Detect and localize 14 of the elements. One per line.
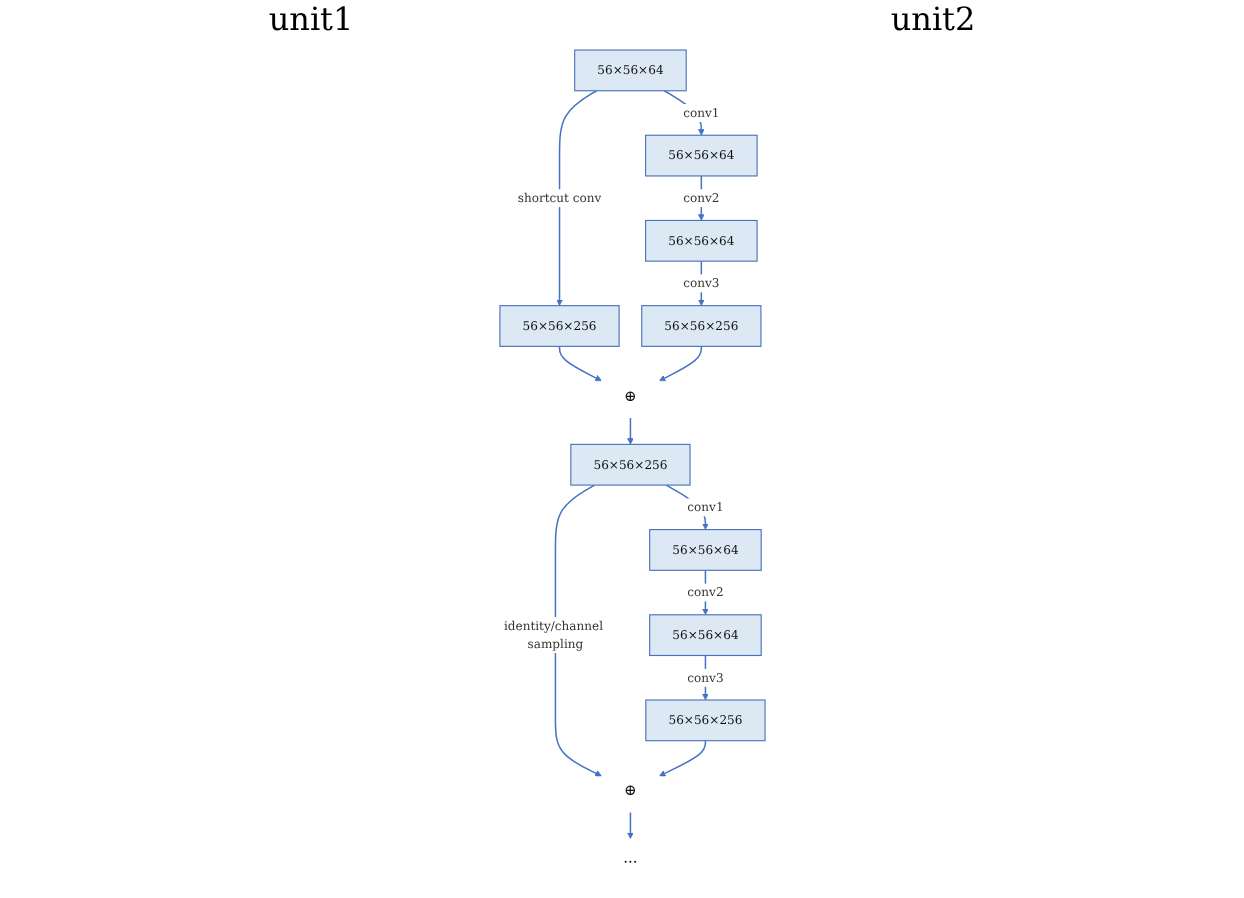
arrow (701, 654, 709, 701)
arrow (697, 175, 705, 221)
unit-label: unit2 (890, 0, 976, 42)
arrow (558, 345, 602, 382)
unit-label: unit1 (268, 0, 354, 42)
arrow (555, 90, 597, 306)
arrow (697, 260, 705, 306)
arrow (626, 417, 634, 445)
arrow (701, 569, 709, 616)
arrow (665, 484, 709, 530)
arrow (554, 484, 602, 777)
arrow (658, 739, 706, 777)
arrow (626, 811, 634, 839)
arrow (658, 345, 702, 382)
